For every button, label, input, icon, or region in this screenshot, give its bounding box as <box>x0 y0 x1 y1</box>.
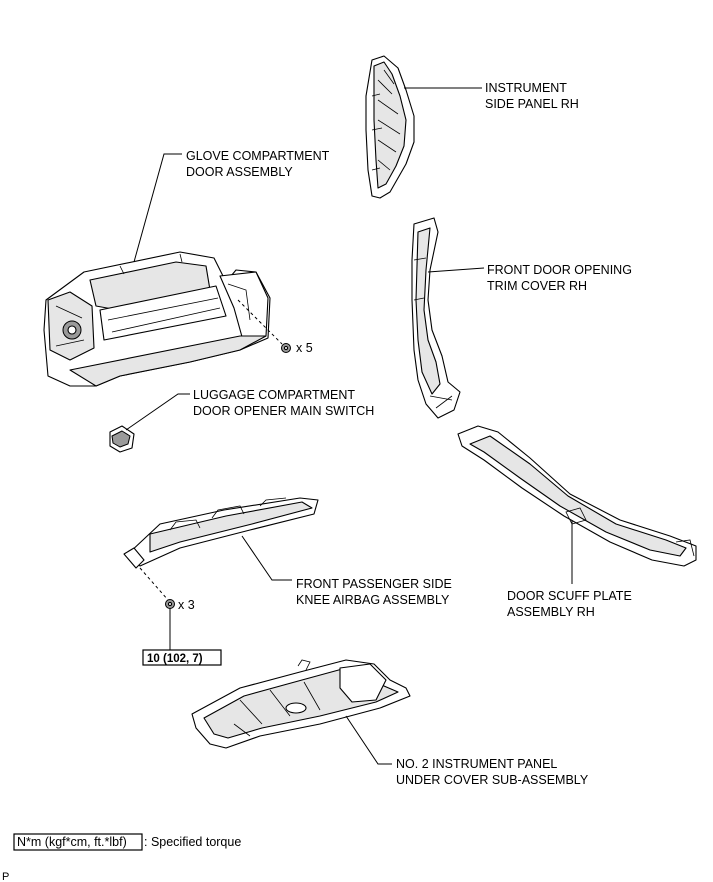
glove-compartment-leader <box>133 153 182 263</box>
door-scuff-plate-part <box>457 425 697 567</box>
glove-screw-dashed-guide <box>237 299 283 345</box>
torque-spec-value: 10 (102, 7) <box>147 653 203 665</box>
airbag-bolt-dashed-guide <box>139 567 169 601</box>
front-door-trim-cover-part <box>411 217 461 419</box>
door-scuff-plate-label-2: ASSEMBLY RH <box>507 605 595 619</box>
luggage-switch-leader <box>125 393 190 431</box>
luggage-switch-label-2: DOOR OPENER MAIN SWITCH <box>193 404 374 418</box>
glove-screw-count: x 5 <box>296 341 313 355</box>
luggage-switch-part <box>109 425 135 453</box>
airbag-bolt-count: x 3 <box>178 598 195 612</box>
front-door-trim-leader <box>427 267 485 273</box>
under-cover-leader <box>345 715 392 765</box>
torque-spec-box <box>142 649 222 666</box>
under-cover-label-2: UNDER COVER SUB-ASSEMBLY <box>396 773 589 787</box>
legend-unit-box <box>13 833 143 851</box>
front-door-trim-label-2: TRIM COVER RH <box>487 279 587 293</box>
legend-description: : Specified torque <box>144 835 241 849</box>
door-scuff-plate-label-1: DOOR SCUFF PLATE <box>507 589 632 603</box>
glove-compartment-label-1: GLOVE COMPARTMENT <box>186 149 330 163</box>
glove-screw-icon <box>281 343 291 353</box>
under-cover-label-1: NO. 2 INSTRUMENT PANEL <box>396 757 557 771</box>
legend-unit-text: N*m (kgf*cm, ft.*lbf) <box>17 835 127 849</box>
luggage-switch-label-1: LUGGAGE COMPARTMENT <box>193 388 355 402</box>
knee-airbag-part <box>123 497 319 569</box>
under-cover-part <box>191 659 411 749</box>
instrument-side-panel-part <box>365 55 415 199</box>
glove-compartment-label-2: DOOR ASSEMBLY <box>186 165 293 179</box>
knee-airbag-label-2: KNEE AIRBAG ASSEMBLY <box>296 593 450 607</box>
knee-airbag-label-1: FRONT PASSENGER SIDE <box>296 577 452 591</box>
airbag-bolt-icon <box>165 599 175 609</box>
glove-compartment-part <box>43 251 271 387</box>
front-door-trim-label-1: FRONT DOOR OPENING <box>487 263 632 277</box>
corner-mark: P <box>2 871 9 882</box>
knee-airbag-leader <box>241 535 292 581</box>
instrument-side-panel-label-2: SIDE PANEL RH <box>485 97 579 111</box>
instrument-side-panel-label-1: INSTRUMENT <box>485 81 567 95</box>
